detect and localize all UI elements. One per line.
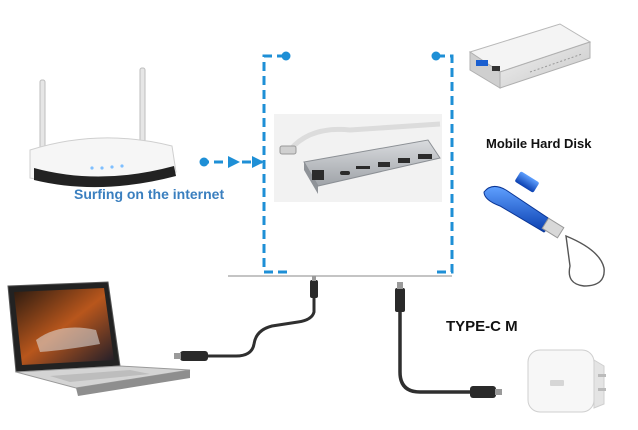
dot-top-right bbox=[431, 51, 441, 61]
type-c-cable-icon bbox=[395, 282, 502, 398]
left-bracket-line bbox=[262, 54, 290, 274]
power-adapter-icon bbox=[527, 349, 606, 413]
dot-router bbox=[199, 157, 209, 167]
usb-c-hub-icon bbox=[274, 114, 442, 202]
usb-c-cable-icon bbox=[174, 276, 318, 361]
arrow-to-hub bbox=[252, 156, 264, 168]
hard-disk-icon bbox=[468, 23, 592, 89]
usb-flash-drive-icon bbox=[483, 171, 605, 287]
hard-disk-label: Mobile Hard Disk bbox=[486, 136, 592, 151]
arrow-router bbox=[228, 156, 240, 168]
connector-dots bbox=[199, 51, 441, 167]
dot-top-left bbox=[281, 51, 291, 61]
right-bracket-line bbox=[434, 54, 454, 274]
router-icon bbox=[29, 67, 177, 188]
internet-label: Surfing on the internet bbox=[74, 186, 225, 202]
type-c-label: TYPE-C M bbox=[446, 318, 518, 335]
laptop-icon bbox=[7, 281, 191, 396]
